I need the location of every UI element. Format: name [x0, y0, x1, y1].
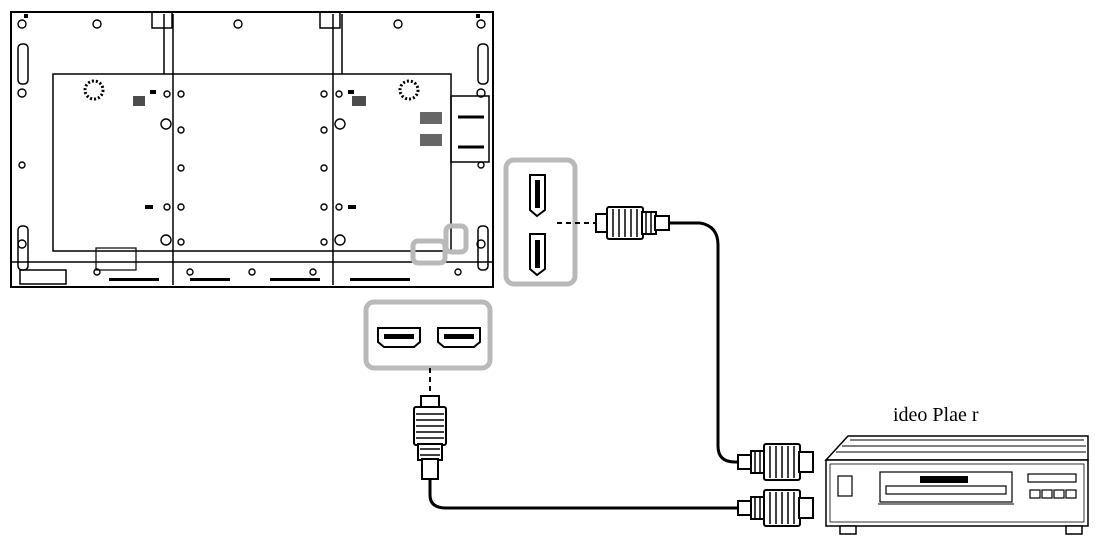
- video-player-label: ideo Plae r: [893, 404, 979, 426]
- video-player: [824, 435, 1089, 535]
- port-guide-lines: [429, 222, 598, 398]
- hdmi-plug-top-left: [595, 206, 670, 240]
- display-screw-holes: [17, 19, 486, 276]
- hdmi-cable-top: [595, 206, 814, 481]
- display-port-highlights: [410, 223, 469, 266]
- hdmi-port-panel-horizontal: [363, 299, 493, 371]
- hdmi-port-panel-vertical: [503, 157, 578, 287]
- display-vents: [19, 14, 480, 285]
- hdmi-cable-bottom: [413, 395, 814, 527]
- display-back-panel: [10, 11, 494, 288]
